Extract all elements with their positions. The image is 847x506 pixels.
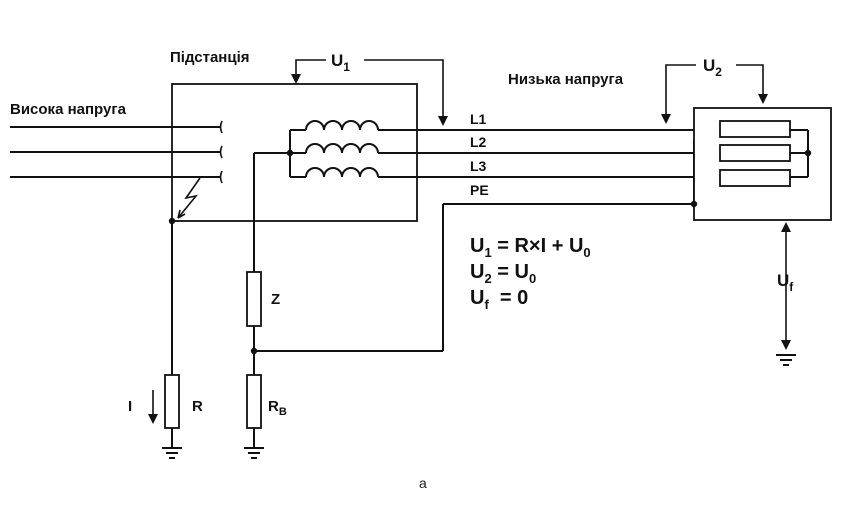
- substation-label: Підстанція: [170, 49, 250, 66]
- line-pe-label: PE: [470, 182, 489, 198]
- figure-caption: a: [419, 475, 427, 491]
- high-voltage-label: Висока напруга: [10, 101, 127, 118]
- equation-2: U2 = U0: [470, 261, 536, 286]
- low-voltage-lines: [378, 129, 720, 178]
- pe-node: [690, 200, 698, 208]
- line-l2-label: L2: [470, 134, 487, 150]
- load-resistor-1: [719, 120, 791, 138]
- low-voltage-label: Низька напруга: [508, 71, 624, 88]
- resistor-rb-label: RB: [268, 398, 287, 418]
- u1-arrow: [291, 59, 448, 126]
- uf-label: Uf: [777, 271, 794, 294]
- u2-arrow: [661, 64, 768, 124]
- uf-arrow: [781, 222, 791, 350]
- u2-label: U2: [703, 56, 722, 79]
- ground-icon-r: [162, 447, 182, 459]
- line-l1-label: L1: [470, 111, 487, 127]
- load-resistor-3: [719, 169, 791, 187]
- fault-lightning-icon: [177, 177, 201, 219]
- resistor-r: [164, 374, 180, 429]
- ground-icon-uf: [776, 354, 796, 366]
- u1-label: U1: [331, 51, 350, 74]
- current-arrow-icon: [148, 390, 158, 424]
- resistor-rb: [246, 374, 262, 429]
- impedance-z-label: Z: [271, 291, 280, 308]
- high-voltage-lines: [10, 120, 223, 184]
- resistor-r-label: R: [192, 398, 203, 415]
- line-l3-label: L3: [470, 158, 487, 174]
- equation-3: Uf = 0: [470, 287, 528, 312]
- ground-icon-rb: [244, 447, 264, 459]
- equation-1: U1 = R×I + U0: [470, 235, 591, 260]
- current-i-label: I: [128, 398, 132, 415]
- fault-node: [168, 217, 176, 225]
- transformer-windings: [286, 120, 379, 178]
- load-resistor-2: [719, 144, 791, 162]
- impedance-z: [246, 271, 262, 327]
